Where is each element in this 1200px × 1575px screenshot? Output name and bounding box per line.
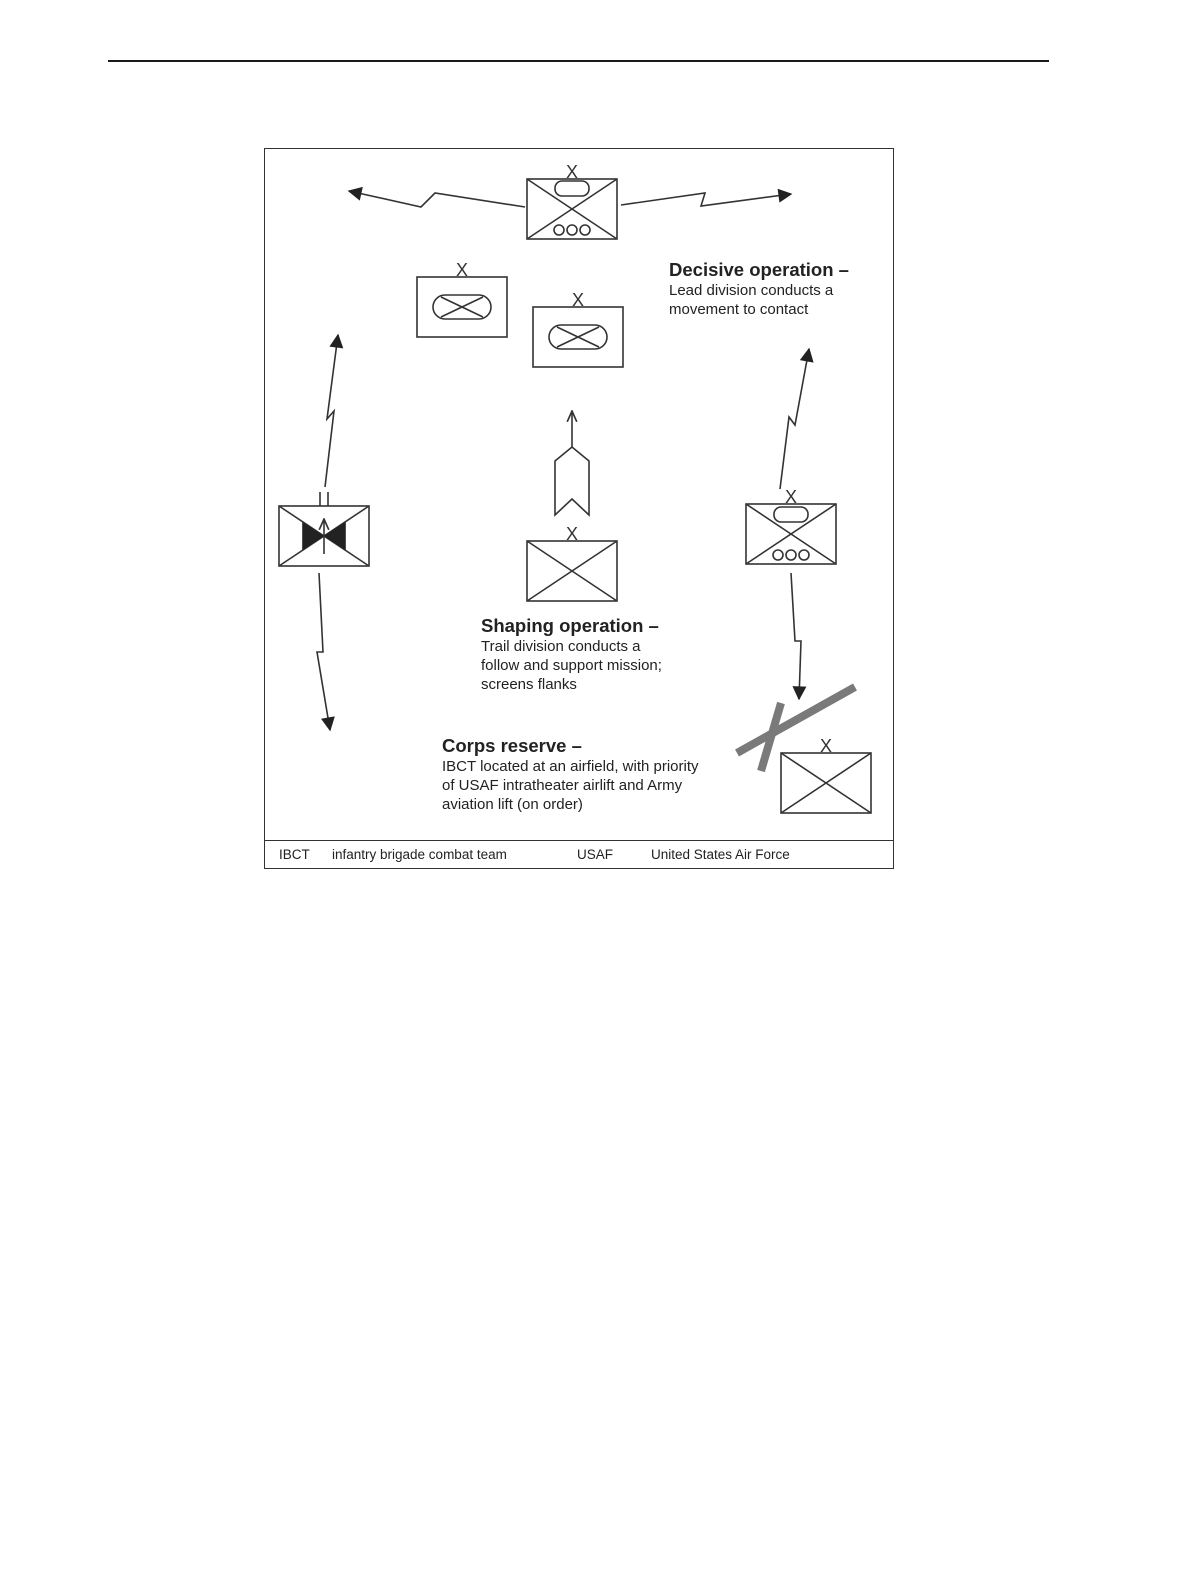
shaping-operation-heading: Shaping operation – [481,615,659,636]
decisive-operation-label: Decisive operation – Lead division condu… [669,259,849,319]
armor-brigade-symbol-1 [416,276,508,338]
echelon-mark: X [572,290,584,310]
corps-reserve-heading: Corps reserve – [442,735,582,756]
figure-frame: X X X X X X Decisive operation – Lead di… [264,148,894,869]
left-flank-unit-symbol [278,492,370,567]
echelon-mark: X [785,487,797,507]
page-header-rule [108,60,1049,62]
corps-reserve-symbol [780,752,872,814]
corps-reserve-text: IBCT located at an airfield, with priori… [442,758,699,813]
decisive-operation-heading: Decisive operation – [669,259,849,280]
echelon-mark: X [566,162,578,182]
shaping-operation-label: Shaping operation – Trail division condu… [481,615,662,694]
glossary-definition: infantry brigade combat team [332,847,507,862]
diagram-canvas: X X X X X X [278,162,872,814]
trail-division-symbol [526,540,618,602]
right-flank-unit-symbol [745,503,837,565]
comm-link-right-up [779,347,814,490]
airfield-symbol [735,683,857,773]
echelon-mark: X [566,524,578,544]
comm-link-top-right [620,188,793,207]
echelon-mark: X [456,260,468,280]
shaping-operation-text: Trail division conducts a follow and sup… [481,638,662,693]
top-division-symbol [526,178,618,240]
decisive-operation-text: Lead division conducts a movement to con… [669,282,834,318]
follow-and-support-arrow [554,411,590,517]
comm-link-right-down [790,572,807,701]
armor-brigade-symbol-2 [532,306,624,368]
glossary-bar: IBCT infantry brigade combat team USAF U… [265,840,893,868]
comm-link-left-down [316,572,335,732]
glossary-term: USAF [577,847,614,862]
comm-link-left-up [324,333,344,488]
glossary-term: IBCT [279,847,310,862]
echelon-mark: X [820,736,832,756]
corps-reserve-label: Corps reserve – IBCT located at an airfi… [442,735,699,814]
glossary-definition: United States Air Force [651,847,790,862]
comm-link-top-left [347,186,526,208]
